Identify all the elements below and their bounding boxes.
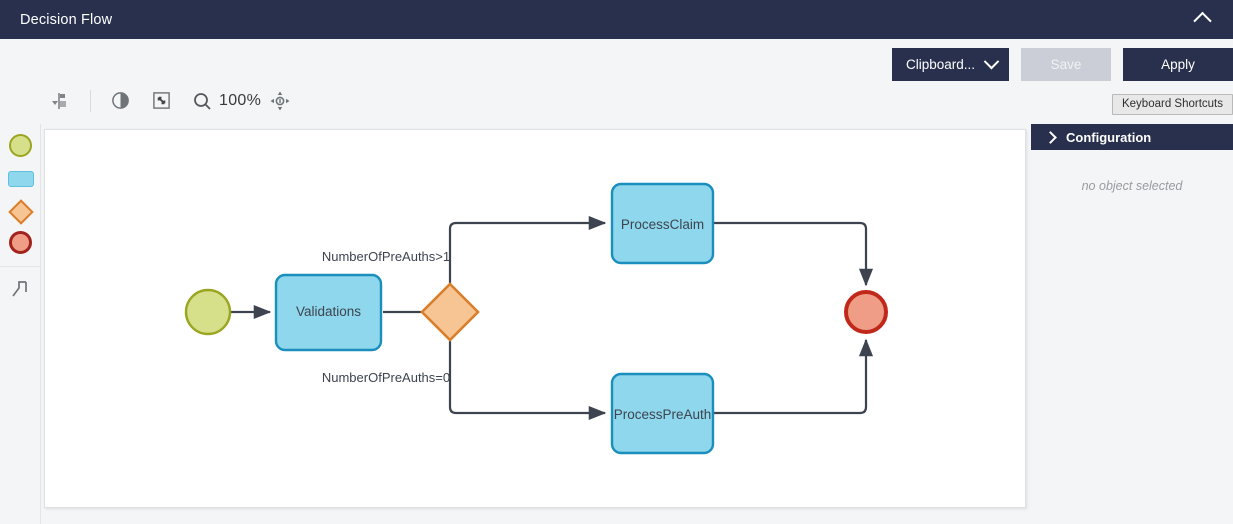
chevron-right-icon (1044, 130, 1057, 144)
fit-to-screen-icon[interactable] (146, 86, 176, 116)
palette-item-end-event[interactable] (0, 227, 41, 257)
edge-process-preauth-to-end[interactable] (713, 338, 874, 415)
window-titlebar: Decision Flow (0, 0, 1233, 39)
page-title: Decision Flow (20, 11, 113, 28)
edge-process-claim-to-end[interactable] (713, 221, 874, 287)
edge-connector-icon (11, 281, 27, 297)
configuration-empty-message: no object selected (1081, 179, 1183, 193)
clipboard-label: Clipboard... (906, 57, 976, 72)
keyboard-shortcuts-button[interactable]: Keyboard Shortcuts (1111, 94, 1233, 115)
shape-palette (0, 124, 41, 524)
palette-item-connector[interactable] (0, 274, 41, 304)
contrast-icon[interactable] (105, 86, 135, 116)
palette-item-start-event[interactable] (0, 130, 41, 160)
node-process-preauth[interactable] (610, 372, 715, 455)
rect-blue-icon (7, 171, 34, 187)
clipboard-dropdown-button[interactable]: Clipboard... (892, 48, 1009, 81)
node-start-event[interactable] (184, 288, 232, 336)
node-validations[interactable] (274, 273, 383, 352)
node-validations-label: Validations (296, 304, 361, 319)
edge-label-upper: NumberOfPreAuths>1 (322, 249, 450, 264)
palette-item-decision[interactable] (0, 197, 41, 227)
zoom-search-icon[interactable] (187, 86, 217, 116)
circle-green-icon (9, 133, 32, 157)
canvas-toolbar: 100% (44, 84, 295, 117)
diagram-canvas[interactable]: Validations ProcessClaim ProcessPreAuth … (44, 129, 1026, 508)
action-toolbar: Clipboard... Save Apply (892, 48, 1233, 81)
zoom-level-label: 100% (219, 91, 262, 109)
toolbar-divider (90, 89, 91, 112)
flow-diagram: Validations ProcessClaim ProcessPreAuth … (184, 182, 888, 455)
diamond-orange-icon (7, 199, 34, 225)
palette-item-task[interactable] (0, 164, 41, 194)
collapse-panel-button[interactable] (1185, 0, 1219, 39)
chevron-up-icon (1192, 11, 1212, 31)
configuration-header[interactable]: Configuration (1031, 124, 1233, 150)
pan-move-icon[interactable] (265, 86, 295, 116)
node-end-event[interactable] (844, 290, 888, 334)
node-decision[interactable] (420, 282, 480, 342)
edge-decision-to-process-claim[interactable] (448, 215, 607, 284)
save-button[interactable]: Save (1021, 48, 1111, 81)
configuration-panel: Configuration no object selected (1031, 124, 1233, 524)
node-process-claim[interactable] (610, 182, 715, 265)
configuration-header-label: Configuration (1066, 129, 1152, 145)
palette-divider (0, 266, 41, 267)
edge-decision-to-process-preauth[interactable] (448, 341, 607, 421)
apply-button[interactable]: Apply (1123, 48, 1233, 81)
align-layout-icon[interactable] (44, 86, 74, 116)
node-process-preauth-label: ProcessPreAuth (614, 407, 712, 422)
edge-label-lower: NumberOfPreAuths=0 (322, 370, 450, 385)
chevron-down-icon (983, 53, 1000, 70)
node-process-claim-label: ProcessClaim (621, 217, 704, 232)
circle-red-icon (9, 230, 32, 254)
